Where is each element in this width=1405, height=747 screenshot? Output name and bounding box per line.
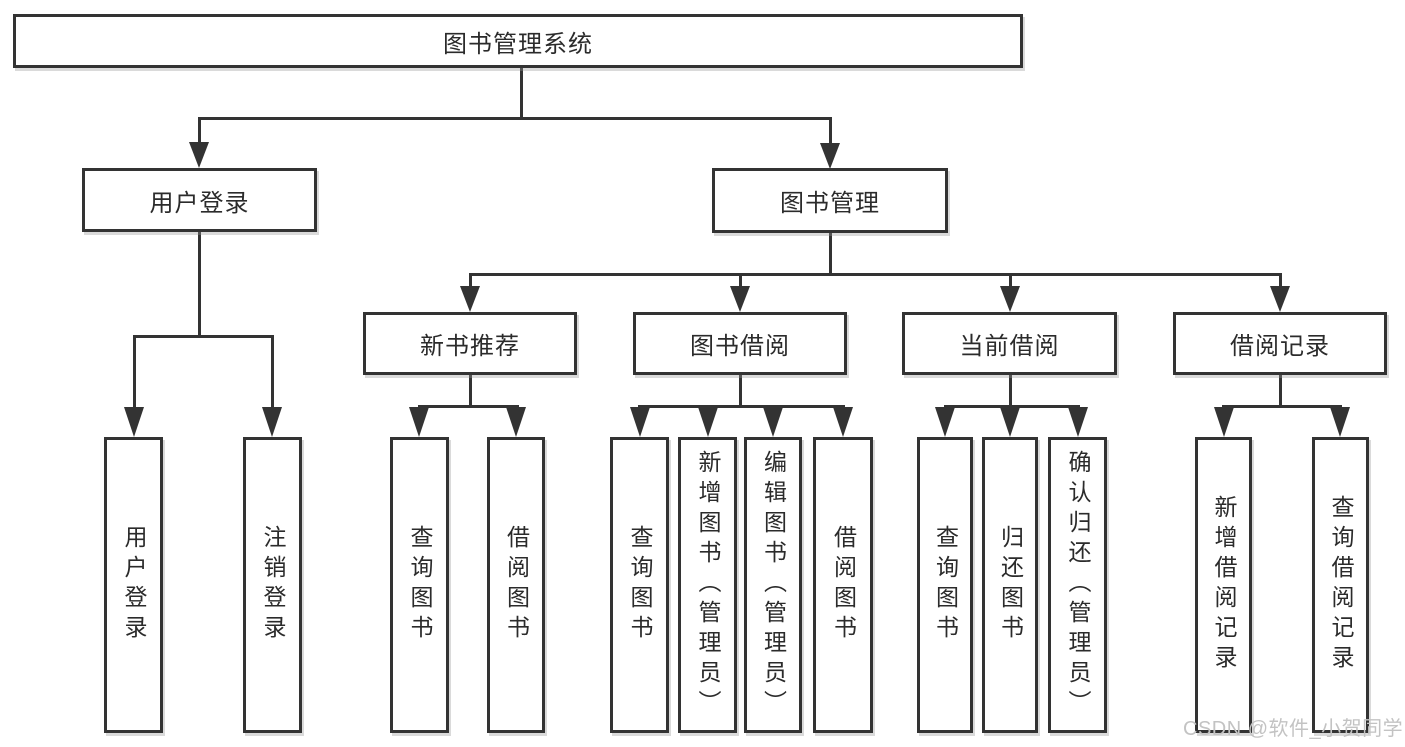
node-borrow-records: 借阅记录 (1173, 312, 1387, 375)
connector-level3-hline (468, 273, 1282, 276)
node-current-borrow: 当前借阅 (902, 312, 1117, 375)
watermark: CSDN @软件_小贺同学 (1183, 718, 1404, 740)
leaf-query-books-1: 查询图书 (390, 437, 449, 733)
arrow-to-leaf-logout (262, 407, 282, 437)
arrow-to-book-borrow (730, 286, 750, 312)
node-new-book-recommend: 新书推荐 (363, 312, 577, 375)
arrow-to-leaf-user-login (124, 407, 144, 437)
arrow-to-current-borrow (1000, 286, 1020, 312)
connector-borrowrecords-hline (1222, 405, 1342, 408)
connector-bookborrow-down (738, 375, 742, 408)
node-root: 图书管理系统 (13, 14, 1023, 68)
leaf-query-borrow-record: 查询借阅记录 (1312, 437, 1369, 733)
arrow-to-borrow-records (1270, 286, 1290, 312)
connector-currentborrow-down (1008, 375, 1012, 408)
connector-bookmgmt-stem (828, 117, 832, 145)
leaf-logout: 注销登录 (243, 437, 302, 733)
leaf-edit-book-admin: 编辑图书（管理员） (744, 437, 802, 733)
connector-bookmgmt-down (828, 233, 832, 276)
leaf-query-books-2: 查询图书 (610, 437, 669, 733)
connector-newrec-hline (417, 405, 519, 408)
connector-bookborrow-hline (638, 405, 845, 408)
node-user-login: 用户登录 (82, 168, 317, 232)
arrow-to-leaf-edit-book (763, 407, 783, 437)
arrow-to-leaf-confirm-return (1068, 407, 1088, 437)
arrow-to-leaf-query-books-3 (935, 407, 955, 437)
arrow-to-leaf-add-record (1214, 407, 1234, 437)
leaf-add-book-admin: 新增图书（管理员） (678, 437, 737, 733)
connector-userlogin-stem (197, 117, 201, 145)
connector-userlogin-down (197, 232, 201, 338)
leaf-borrow-books-2: 借阅图书 (813, 437, 873, 733)
arrow-to-new-book-recommend (460, 286, 480, 312)
arrow-to-leaf-query-books-2 (630, 407, 650, 437)
connector-records-stem (1278, 273, 1282, 289)
connector-borrowrecords-down (1278, 375, 1282, 408)
arrow-to-book-management (820, 143, 840, 169)
leaf-confirm-return-admin: 确认归还（管理员） (1048, 437, 1107, 733)
arrow-to-leaf-borrow-books-2 (833, 407, 853, 437)
node-book-borrow: 图书借阅 (633, 312, 847, 375)
connector-borrow-stem (738, 273, 742, 289)
connector-currentborrow-hline (943, 405, 1080, 408)
leaf-query-books-3: 查询图书 (917, 437, 973, 733)
connector-newrec-down (468, 375, 472, 408)
leaf-add-borrow-record: 新增借阅记录 (1195, 437, 1252, 733)
arrow-to-leaf-borrow-books-1 (506, 407, 526, 437)
arrow-to-leaf-return-book (1000, 407, 1020, 437)
leaf-return-book: 归还图书 (982, 437, 1038, 733)
connector-level1-hline (197, 117, 832, 120)
connector-current-stem (1008, 273, 1012, 289)
connector-leaf2-stem (270, 338, 274, 412)
connector-leaf1-stem (132, 338, 136, 412)
arrow-to-user-login (189, 142, 209, 168)
connector-newrec-stem (468, 273, 472, 289)
connector-root-stem (519, 68, 523, 120)
arrow-to-leaf-add-book (698, 407, 718, 437)
leaf-borrow-books-1: 借阅图书 (487, 437, 545, 733)
arrow-to-leaf-query-books-1 (409, 407, 429, 437)
arrow-to-leaf-query-record (1330, 407, 1350, 437)
connector-userlogin-hline (132, 335, 274, 338)
leaf-user-login: 用户登录 (104, 437, 163, 733)
node-book-management: 图书管理 (712, 168, 948, 233)
